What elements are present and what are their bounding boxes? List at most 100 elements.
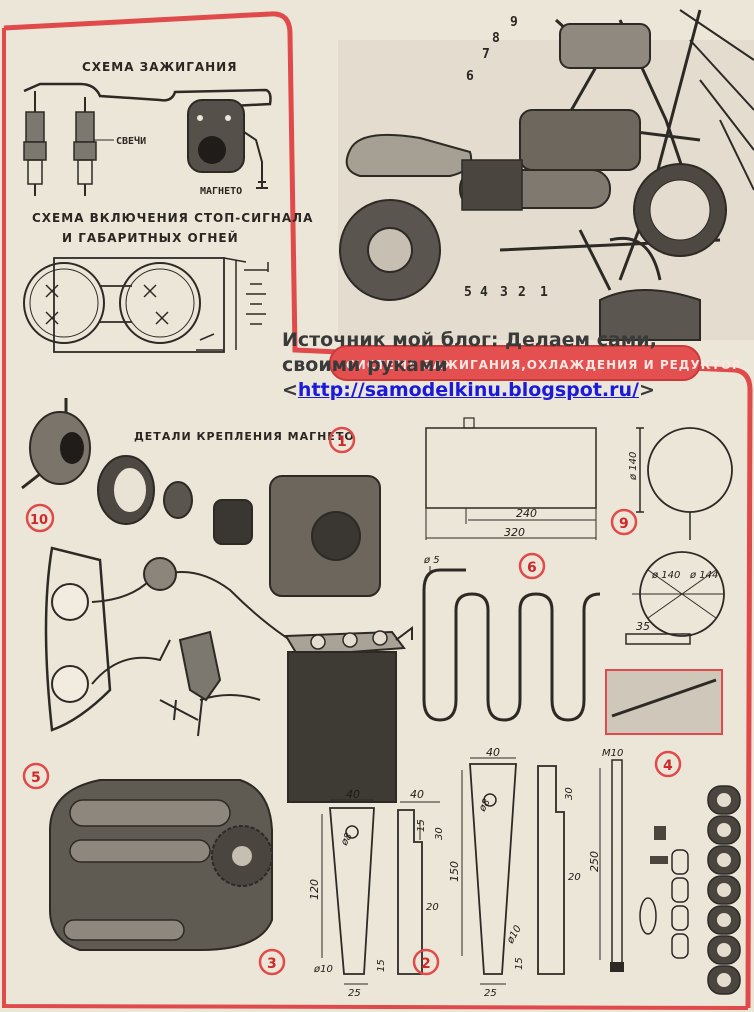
inset-detail-pipe	[611, 678, 717, 718]
chain-pin	[717, 823, 731, 837]
ignition-scheme-title: СХЕМА ЗАЖИГАНИЯ	[82, 60, 237, 74]
magneto-body	[187, 99, 245, 173]
svg-text:7: 7	[482, 47, 490, 62]
dim-b3-15b: 15	[376, 959, 387, 972]
dim-b3-20: 20	[426, 902, 439, 913]
rear-wheel	[599, 289, 701, 341]
chain-side-link	[671, 905, 689, 931]
svg-text:9: 9	[619, 516, 629, 532]
dim-strap-35: 35	[636, 620, 650, 633]
magneto-label: МАГНЕТО	[200, 186, 242, 197]
section-banner-text: СИСТЕМА ЗАЖИГАНИЯ,ОХЛАЖДЕНИЯ И РЕДУКТОР	[346, 358, 742, 372]
callout-4: 4	[654, 750, 682, 778]
dim-b2-30: 30	[564, 787, 575, 800]
svg-text:4: 4	[663, 758, 673, 774]
chain-pin	[717, 793, 731, 807]
clamp-drawing	[636, 427, 733, 540]
svg-text:8: 8	[492, 31, 500, 46]
dim-bolt-250: 250	[588, 851, 601, 872]
tail-lamp-right	[119, 262, 201, 344]
dim-tank-320: 320	[504, 526, 525, 539]
callout-6: 6	[518, 552, 546, 580]
svg-text:5: 5	[464, 285, 472, 300]
svg-text:2: 2	[518, 285, 526, 300]
dim-b3-15: 15	[416, 819, 427, 832]
tail-lamp-left	[23, 262, 105, 344]
spark-plug-left	[23, 111, 47, 196]
svg-text:3: 3	[500, 285, 508, 300]
callout-3: 3	[258, 948, 286, 976]
chain-pin	[717, 883, 731, 897]
spark-plug-right	[73, 111, 97, 196]
fuel-tank-mounted	[559, 23, 651, 69]
red-frame-line-outer	[2, 28, 749, 1010]
bracket-2-drawing	[461, 757, 565, 985]
watermark-lt: <	[282, 379, 298, 401]
chain-pin	[717, 973, 731, 987]
dim-tank-240: 240	[516, 507, 537, 520]
air-filter	[461, 159, 523, 211]
dim-b3-40b: 40	[410, 788, 424, 801]
section-banner	[329, 345, 701, 381]
dim-b3-d8: ø8	[339, 831, 355, 848]
chain-side-link	[671, 849, 689, 875]
watermark-line2: своими руками	[282, 354, 448, 376]
drive-chain	[671, 785, 741, 995]
spark-plugs-label: СВЕЧИ	[116, 135, 146, 147]
ring-clamp-drawing	[625, 551, 725, 645]
watermark-line1: Источник мой блог: Делаем сами,	[282, 329, 657, 351]
chain-side-link	[671, 933, 689, 959]
buggy-frame-drawing	[338, 9, 754, 341]
magneto-mount-parts	[21, 398, 381, 597]
dim-clamp-dia: ø 140	[628, 452, 639, 481]
dim-b2-150: 150	[448, 861, 461, 882]
dim-ring-144: ø 144	[689, 570, 718, 581]
dim-b3-d10: ø10	[313, 964, 333, 975]
blog-link[interactable]: http://samodelkinu.blogspot.ru/	[297, 379, 639, 401]
dim-b3-30: 30	[434, 827, 445, 840]
inset-detail-box	[605, 669, 723, 735]
svg-text:4: 4	[480, 285, 488, 300]
stop-signal-title-line2: И ГАБАРИТНЫХ ОГНЕЙ	[62, 230, 239, 245]
svg-text:10: 10	[30, 513, 48, 528]
svg-text:9: 9	[510, 15, 518, 30]
bracket-3-drawing	[321, 799, 440, 985]
svg-text:1: 1	[337, 434, 347, 450]
tension-bolt	[599, 759, 668, 972]
svg-text:3: 3	[267, 956, 277, 972]
dim-bolt-m10: M10	[602, 748, 623, 759]
engine-cylinder	[519, 109, 641, 171]
dim-b3-120: 120	[308, 879, 321, 900]
dim-b2-d10: ø10	[505, 924, 524, 947]
dim-b3-25: 25	[348, 988, 361, 999]
callout-9: 9	[610, 508, 638, 536]
reduction-gearbox	[49, 779, 273, 951]
dim-b3-40: 40	[346, 788, 360, 801]
blog-watermark: Источник мой блог: Делаем сами, своими р…	[282, 328, 754, 403]
dim-ring-140: ø 140	[651, 570, 680, 581]
svg-text:1: 1	[540, 285, 548, 300]
svg-text:6: 6	[466, 69, 474, 84]
svg-text:6: 6	[527, 560, 537, 576]
frame-part-numbers: 9 8 7 6 5 4 3 2 1	[464, 15, 548, 300]
ignition-wiring	[23, 82, 272, 189]
stop-signal-wiring	[53, 257, 269, 353]
dim-b2-15: 15	[514, 957, 525, 970]
dim-b2-20: 20	[568, 872, 581, 883]
battery	[284, 626, 413, 803]
dim-b2-25: 25	[484, 988, 497, 999]
chain-pin	[717, 913, 731, 927]
callout-5: 5	[22, 762, 50, 790]
dim-coil-dia: ø 5	[423, 555, 440, 566]
magneto-mount-title: ДЕТАЛИ КРЕПЛЕНИЯ МАГНЕТО	[134, 430, 355, 443]
watermark-link-line: <http://samodelkinu.blogspot.ru/>	[282, 378, 754, 403]
dim-b2-d8: ø8	[477, 797, 493, 814]
wiring-harness	[44, 546, 291, 737]
callout-1: 1	[328, 426, 356, 454]
svg-text:2: 2	[421, 956, 431, 972]
dim-b2-40: 40	[486, 746, 500, 759]
watermark-gt: >	[638, 379, 655, 401]
red-frame-line	[3, 11, 753, 1009]
